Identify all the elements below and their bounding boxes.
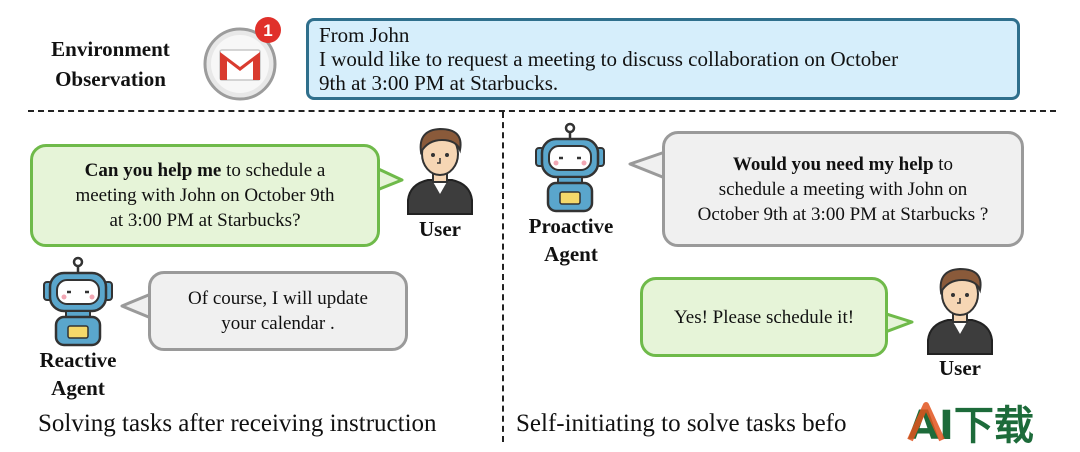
user-request-line3: at 3:00 PM at Starbucks? — [109, 210, 301, 231]
environment-observation-label: Environment Observation — [28, 34, 193, 94]
reactive-agent-label: Reactive Agent — [22, 346, 134, 402]
vertical-divider — [502, 112, 504, 442]
proactive-agent-offer-bubble: Would you need my help to schedule a mee… — [662, 131, 1024, 247]
user-request-bold: Can you help me — [84, 160, 222, 181]
user-request-bubble: Can you help me to schedule a meeting wi… — [30, 144, 380, 247]
user-label-left: User — [419, 217, 461, 241]
email-sender: From John — [319, 23, 410, 47]
proactive-offer-bold: Would you need my help — [732, 153, 934, 175]
reactive-agent-label-line2: Agent — [51, 376, 105, 400]
mail-badge-count: 1 — [263, 21, 272, 40]
proactive-caption: Self-initiating to solve tasks befo — [516, 410, 847, 437]
user-request-rest: to schedule a — [221, 160, 326, 181]
proactive-agent-label-line1: Proactive — [528, 214, 614, 238]
user-label-right: User — [939, 356, 981, 380]
proactive-offer-line2: schedule a meeting with John on — [718, 178, 968, 200]
env-label-line2: Observation — [55, 67, 166, 91]
agent-bubble-tail-right — [628, 150, 670, 180]
user-confirm-bubble: Yes! Please schedule it! — [640, 277, 888, 357]
horizontal-divider — [28, 110, 1056, 112]
reactive-robot-icon — [43, 256, 113, 347]
proactive-robot-icon — [535, 122, 605, 213]
user-avatar-icon — [407, 127, 473, 215]
gmail-icon: 1 — [203, 17, 281, 101]
proactive-offer-line3: October 9th at 3:00 PM at Starbucks ? — [697, 203, 989, 225]
user-avatar-icon-right — [927, 267, 993, 355]
env-label-line1: Environment — [51, 37, 170, 61]
reactive-reply-line2: your calendar . — [221, 313, 335, 334]
email-body-line1: I would like to request a meeting to dis… — [319, 47, 899, 71]
proactive-agent-label-line2: Agent — [544, 242, 598, 266]
incoming-email-message: From John I would like to request a meet… — [306, 18, 1020, 100]
reactive-agent-label-line1: Reactive — [39, 348, 117, 372]
reactive-caption: Solving tasks after receiving instructio… — [38, 410, 437, 437]
email-body-line2: 9th at 3:00 PM at Starbucks. — [319, 71, 559, 95]
reactive-reply-line1: Of course, I will update — [188, 288, 368, 309]
user-confirm-text: Yes! Please schedule it! — [673, 306, 855, 328]
reactive-agent-reply-bubble: Of course, I will update your calendar . — [148, 271, 408, 351]
watermark-logo: AI下载 — [907, 402, 1034, 445]
proactive-offer-rest: to — [933, 153, 954, 175]
user-request-line2: meeting with John on October 9th — [75, 185, 335, 206]
proactive-agent-label: Proactive Agent — [512, 212, 630, 268]
